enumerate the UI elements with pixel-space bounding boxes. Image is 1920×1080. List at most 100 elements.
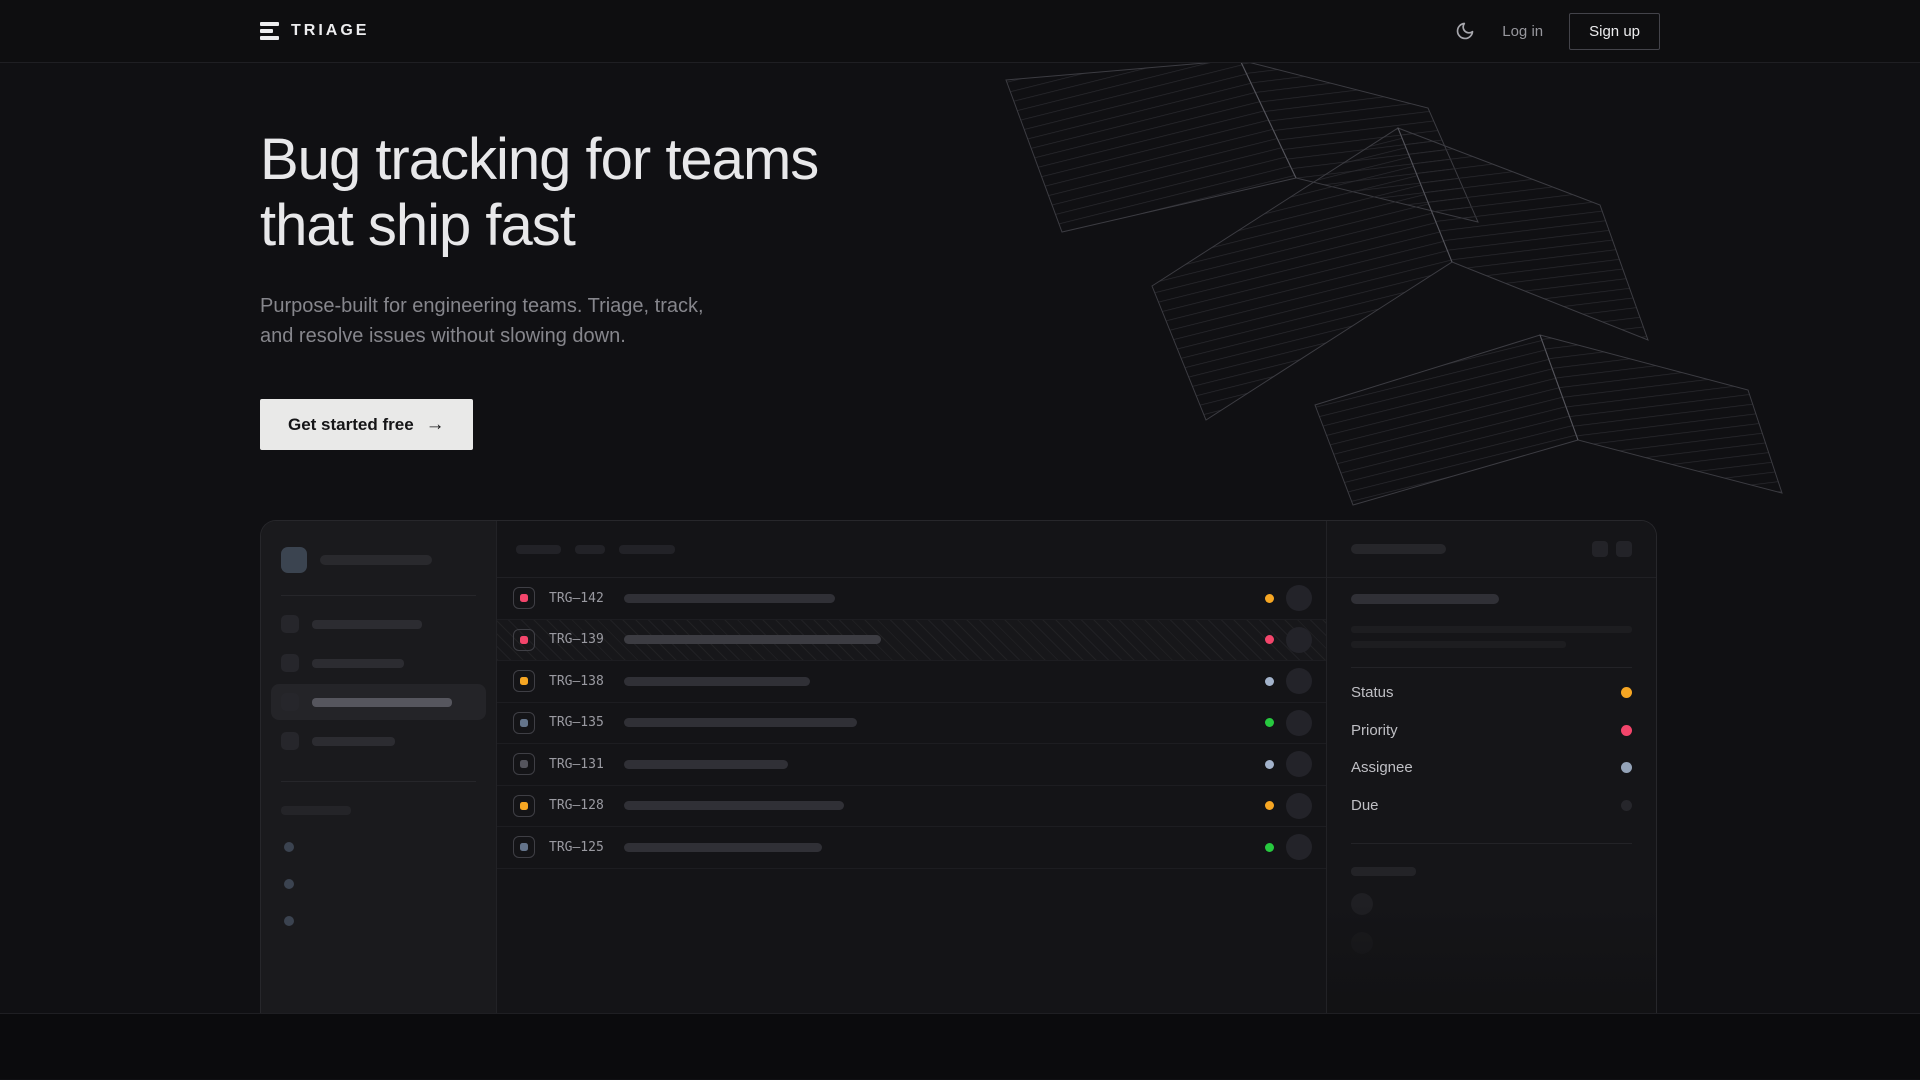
nav-item-icon <box>281 654 299 672</box>
sidebar-nav-item <box>271 723 486 759</box>
detail-field-value-dot <box>1621 762 1632 773</box>
hero-subtitle: Purpose-built for engineering teams. Tri… <box>260 291 740 352</box>
sidebar-nav-item <box>271 684 486 720</box>
issue-type-icon <box>513 712 535 734</box>
issue-status-dot <box>1265 594 1274 603</box>
issue-row: TRG–142 <box>497 578 1326 620</box>
toolbar-filter-skeleton <box>575 545 605 554</box>
issue-status-dot <box>1265 843 1274 852</box>
issue-status-dot <box>1265 635 1274 644</box>
issue-assignee-avatar <box>1286 834 1312 860</box>
panel-square-icon <box>1592 541 1608 557</box>
mock-sidebar <box>261 521 496 1014</box>
detail-field-row: Due <box>1351 787 1632 825</box>
mock-workspace-row <box>281 547 476 573</box>
detail-text-skeleton <box>1351 626 1632 633</box>
nav-item-label-skeleton <box>312 659 404 668</box>
detail-field-value-dot <box>1621 687 1632 698</box>
login-link[interactable]: Log in <box>1502 23 1543 40</box>
issue-row: TRG–128 <box>497 786 1326 828</box>
workspace-name-skeleton <box>320 555 432 565</box>
mock-issue-list: TRG–142TRG–139TRG–138TRG–135TRG–131TRG–1… <box>496 521 1327 1014</box>
theme-toggle-moon-icon[interactable] <box>1454 20 1476 42</box>
issue-id: TRG–139 <box>549 632 611 647</box>
detail-field-label: Due <box>1351 797 1379 814</box>
toolbar-filter-skeleton <box>516 545 561 554</box>
detail-field-label: Status <box>1351 684 1394 701</box>
issue-assignee-avatar <box>1286 627 1312 653</box>
issue-title-skeleton <box>624 801 844 810</box>
sidebar-divider <box>281 781 476 782</box>
issue-title-skeleton <box>624 843 822 852</box>
nav-item-label-skeleton <box>312 620 422 629</box>
sidebar-dots <box>281 842 476 926</box>
issue-id: TRG–128 <box>549 798 611 813</box>
issue-assignee-avatar <box>1286 793 1312 819</box>
workspace-avatar <box>281 547 307 573</box>
detail-divider <box>1351 843 1632 844</box>
activity-avatar-skeleton <box>1351 893 1373 915</box>
issue-row: TRG–135 <box>497 703 1326 745</box>
detail-label-skeleton <box>1351 867 1416 876</box>
issue-status-dot <box>1265 801 1274 810</box>
issue-row: TRG–139 <box>497 620 1326 662</box>
brand: TRIAGE <box>260 22 369 40</box>
detail-field-label: Priority <box>1351 722 1398 739</box>
hero-section: Bug tracking for teamsthat ship fast Pur… <box>0 63 1920 1014</box>
mock-sidebar-nav <box>281 606 476 759</box>
detail-field-row: Status <box>1351 674 1632 712</box>
nav-item-icon <box>281 693 299 711</box>
issue-type-icon <box>513 587 535 609</box>
issue-assignee-avatar <box>1286 585 1312 611</box>
triage-logo-icon <box>260 22 279 40</box>
toolbar-filter-skeleton <box>619 545 675 554</box>
detail-field-value-dot <box>1621 800 1632 811</box>
nav-item-label-skeleton <box>312 737 395 746</box>
detail-header-skeleton <box>1351 544 1446 554</box>
nav-item-label-skeleton <box>312 698 452 707</box>
issue-row: TRG–131 <box>497 744 1326 786</box>
detail-divider <box>1351 667 1632 668</box>
detail-title-skeleton <box>1351 594 1499 604</box>
issue-type-icon <box>513 670 535 692</box>
nav-item-icon <box>281 732 299 750</box>
issue-type-icon <box>513 836 535 858</box>
issue-id: TRG–125 <box>549 840 611 855</box>
get-started-button[interactable]: Get started free → <box>260 399 473 450</box>
nav-item-icon <box>281 615 299 633</box>
sidebar-item-dot <box>284 879 294 889</box>
next-section-strip <box>0 1014 1920 1079</box>
sidebar-nav-item <box>271 645 486 681</box>
sidebar-item-dot <box>284 842 294 852</box>
activity-avatar-skeleton <box>1351 932 1373 954</box>
brand-name: TRIAGE <box>291 22 369 40</box>
detail-field-row: Assignee <box>1351 749 1632 787</box>
sidebar-section-label-skeleton <box>281 806 351 815</box>
issue-status-dot <box>1265 718 1274 727</box>
detail-panel-header <box>1327 521 1656 578</box>
sidebar-nav-item <box>271 606 486 642</box>
issue-title-skeleton <box>624 677 810 686</box>
issue-type-icon <box>513 629 535 651</box>
issue-id: TRG–131 <box>549 757 611 772</box>
issue-id: TRG–135 <box>549 715 611 730</box>
sidebar-divider <box>281 595 476 596</box>
panel-square-icon <box>1616 541 1632 557</box>
arrow-right-icon: → <box>426 414 445 436</box>
header-nav: Log in Sign up <box>1454 13 1660 50</box>
site-header: TRIAGE Log in Sign up <box>0 0 1920 63</box>
signup-button[interactable]: Sign up <box>1569 13 1660 50</box>
issue-status-dot <box>1265 677 1274 686</box>
sidebar-item-dot <box>284 916 294 926</box>
issue-id: TRG–138 <box>549 674 611 689</box>
app-mock-panel: TRG–142TRG–139TRG–138TRG–135TRG–131TRG–1… <box>260 520 1657 1014</box>
issue-assignee-avatar <box>1286 668 1312 694</box>
issue-title-skeleton <box>624 594 835 603</box>
issue-list-toolbar <box>497 521 1326 578</box>
detail-field-label: Assignee <box>1351 759 1413 776</box>
detail-text-skeleton <box>1351 641 1566 648</box>
hero-title: Bug tracking for teamsthat ship fast <box>260 127 818 259</box>
issue-title-skeleton <box>624 760 788 769</box>
issue-id: TRG–142 <box>549 591 611 606</box>
issue-type-icon <box>513 753 535 775</box>
